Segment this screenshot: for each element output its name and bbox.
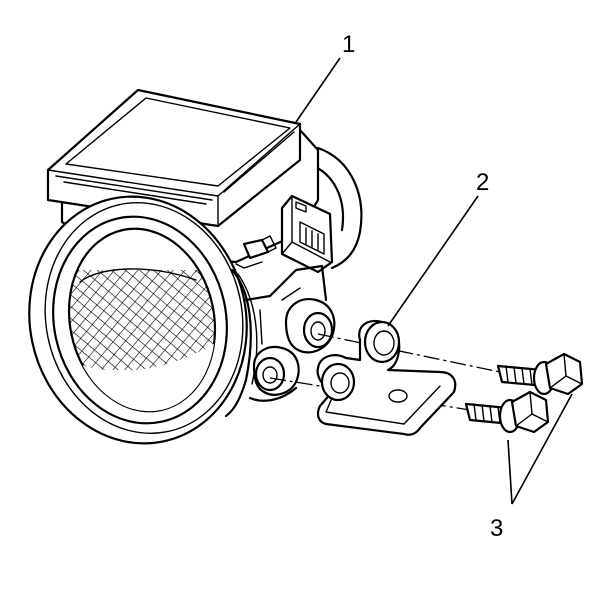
- mounting-bracket: [316, 319, 457, 436]
- callout-1: 1: [342, 31, 355, 58]
- mounting-boss-upper: [284, 298, 336, 354]
- bolt-upper: [496, 352, 584, 396]
- callout-2: 2: [476, 169, 489, 196]
- sensor-body: [28, 88, 363, 445]
- mounting-boss-lower: [252, 345, 300, 396]
- bolt-lower: [464, 390, 550, 434]
- leader-lines: [295, 57, 573, 505]
- callout-3: 3: [490, 515, 503, 542]
